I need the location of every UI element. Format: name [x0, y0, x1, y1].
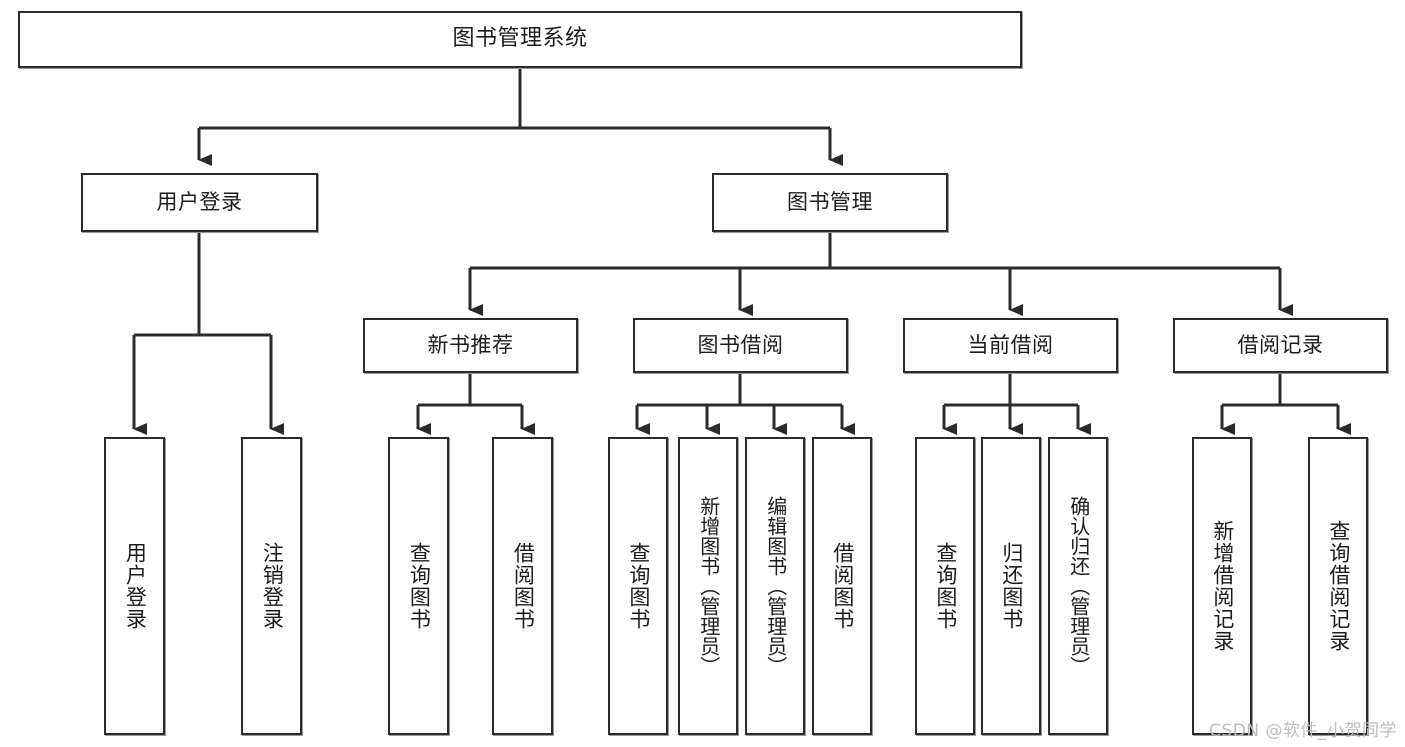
leaf-label: 用户登录 [123, 542, 148, 630]
leaf-current-borrow-1[interactable]: 归还图书 [981, 437, 1041, 735]
leaf-book-borrow-1[interactable]: 新增图书（管理员） [678, 437, 738, 735]
leaf-user-login-0[interactable]: 用户登录 [104, 437, 165, 735]
leaf-label: 新增图书（管理员） [696, 496, 720, 676]
leaf-label: 查询图书 [933, 542, 958, 630]
leaf-new-book-rec-1[interactable]: 借阅图书 [492, 437, 553, 735]
leaf-label: 查询借阅记录 [1326, 520, 1351, 652]
node-user-login-label: 用户登录 [156, 189, 243, 214]
leaf-label: 归还图书 [999, 542, 1024, 630]
node-user-login[interactable]: 用户登录 [81, 173, 318, 232]
node-borrow-record-label: 借阅记录 [1237, 332, 1324, 357]
leaf-new-book-rec-0[interactable]: 查询图书 [388, 437, 449, 735]
node-borrow-record[interactable]: 借阅记录 [1173, 318, 1388, 373]
node-book-borrow[interactable]: 图书借阅 [633, 318, 848, 373]
leaf-label: 借阅图书 [511, 542, 536, 630]
leaf-borrow-record-1[interactable]: 查询借阅记录 [1308, 437, 1368, 735]
node-root-label: 图书管理系统 [452, 26, 588, 52]
leaf-label: 注销登录 [260, 542, 285, 630]
node-current-borrow[interactable]: 当前借阅 [903, 318, 1118, 373]
leaf-book-borrow-3[interactable]: 借阅图书 [812, 437, 872, 735]
leaf-book-borrow-0[interactable]: 查询图书 [608, 437, 668, 735]
leaf-current-borrow-2[interactable]: 确认归还（管理员） [1048, 437, 1108, 735]
node-root[interactable]: 图书管理系统 [18, 11, 1022, 68]
leaf-label: 借阅图书 [830, 542, 855, 630]
leaf-label: 编辑图书（管理员） [763, 496, 787, 676]
node-book-manage[interactable]: 图书管理 [712, 173, 948, 232]
leaf-label: 查询图书 [626, 542, 651, 630]
leaf-book-borrow-2[interactable]: 编辑图书（管理员） [745, 437, 805, 735]
node-book-manage-label: 图书管理 [787, 189, 873, 214]
leaf-current-borrow-0[interactable]: 查询图书 [915, 437, 975, 735]
leaf-label: 确认归还（管理员） [1066, 496, 1090, 676]
node-current-borrow-label: 当前借阅 [967, 332, 1054, 357]
leaf-user-login-1[interactable]: 注销登录 [241, 437, 302, 735]
leaf-borrow-record-0[interactable]: 新增借阅记录 [1192, 437, 1252, 735]
node-new-book-rec-label: 新书推荐 [427, 332, 514, 357]
node-new-book-rec[interactable]: 新书推荐 [363, 318, 578, 373]
csdn-watermark: CSDN @软件_小贺同学 [1209, 721, 1397, 741]
leaf-label: 查询图书 [407, 542, 432, 630]
node-book-borrow-label: 图书借阅 [697, 332, 784, 357]
leaf-label: 新增借阅记录 [1210, 520, 1235, 652]
